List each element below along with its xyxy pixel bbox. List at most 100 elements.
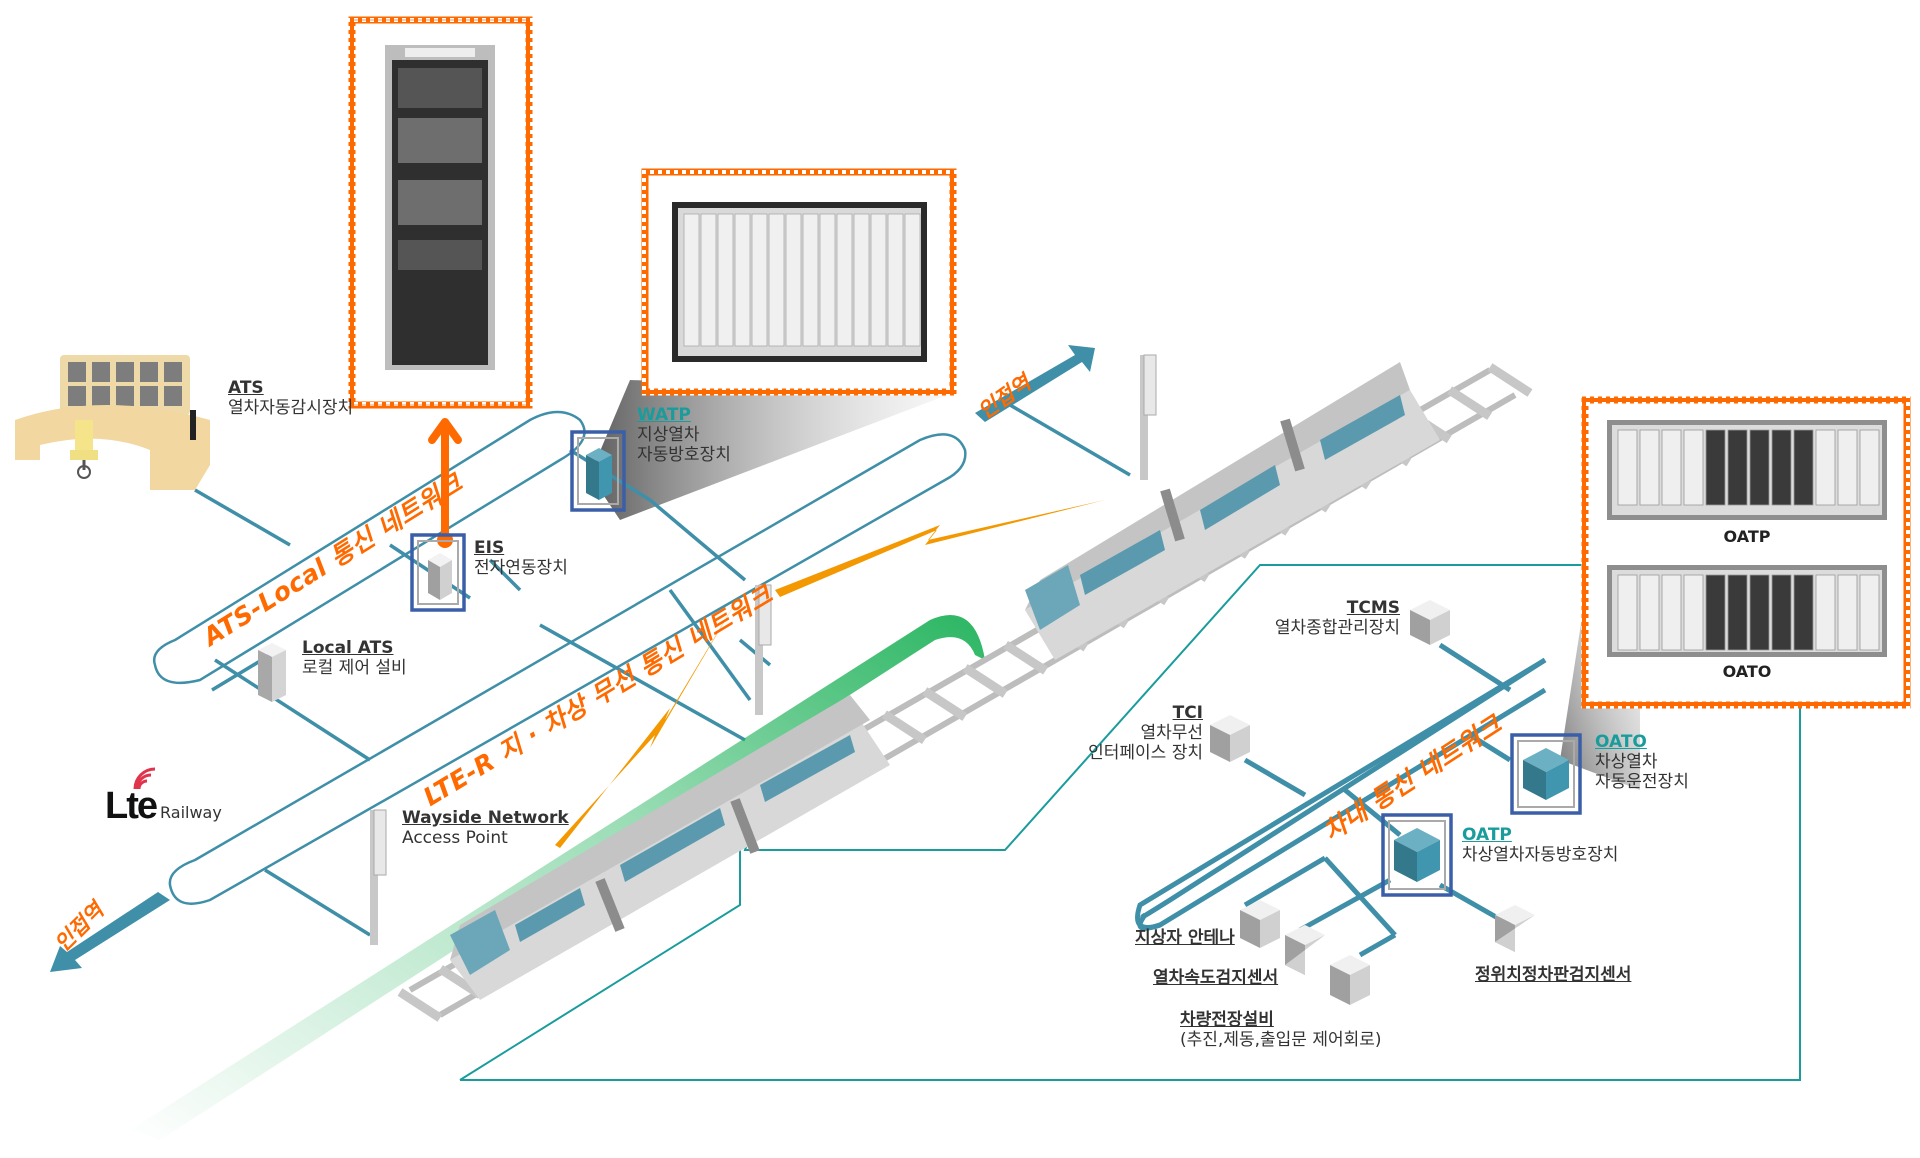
tci-node[interactable] [1210,715,1250,762]
oato-photo-caption: OATO [1722,662,1772,681]
rack-card-slot [1705,429,1726,506]
oatp-desc: 차상열차자동방호장치 [1462,845,1619,865]
rack-card-slot [1837,429,1858,506]
oato-label: OATO 차상열차 자동운전장치 [1595,732,1689,792]
watp-title: WATP [637,405,691,425]
control-desk-icon [15,355,210,490]
rack-card-slot [1683,574,1704,651]
local-ats-desc: 로컬 제어 설비 [302,658,407,678]
rack-card-slot [1639,429,1660,506]
rack-card-slot [904,213,921,347]
lte-logo-suffix: Railway [160,803,222,822]
watp-node[interactable] [570,430,626,512]
stop-sensor-node[interactable] [1495,905,1535,952]
rack-card-slot [1859,429,1880,506]
rack-card-slot [1639,574,1660,651]
eis-node[interactable] [410,533,466,612]
watp-desc-1: 지상열차 [637,425,700,445]
rack-card-slot [1815,574,1836,651]
oato-node[interactable] [1510,733,1582,815]
local-ats-label: Local ATS 로컬 제어 설비 [302,638,407,678]
watp-zoom-shadow [590,380,955,520]
rack-card-slot [1727,429,1748,506]
stop-sensor-label: 정위치정차판검지센서 [1475,965,1631,985]
oato-desc-2: 자동운전장치 [1595,772,1689,792]
ats-label: ATS 열차자동감시장치 [228,378,353,418]
rack-card-slot [887,213,904,347]
onboard-boundary-line-left [459,845,741,1081]
rack-card-slot [734,213,751,347]
rack-card-slot [1749,429,1770,506]
rack-card-slot [1815,429,1836,506]
rack-card-slot [836,213,853,347]
oatp-title: OATP [1462,825,1512,845]
vehicle-equipment-title: 차량전장설비 [1180,1010,1274,1030]
track-sleeper [1487,363,1533,397]
vehicle-equipment-desc: (추진,제동,출입문 제어회로) [1180,1030,1382,1050]
tcms-label: TCMS 열차종합관리장치 [1260,598,1400,638]
tcms-title: TCMS [1346,598,1400,618]
rack-card-slot [1705,574,1726,651]
ground-antenna-node[interactable] [1240,900,1280,948]
eis-title: EIS [474,538,505,558]
rack-card-slot [853,213,870,347]
rack-card-slot [768,213,785,347]
oato-desc-1: 차상열차 [1595,752,1658,772]
onboard-racks-photo-callout [1581,396,1911,709]
signal-waves-icon [133,767,156,790]
onboard-network-band [1135,657,1547,931]
vehicle-equipment-label: 차량전장설비 (추진,제동,출입문 제어회로) [1180,1010,1382,1050]
rack-card-slot [1617,574,1638,651]
track-sleeper [1003,641,1049,675]
tci-title: TCI [1172,703,1203,723]
rack-card-slot [1771,429,1792,506]
rack-card-slot [1859,574,1880,651]
rack-card-slot [1683,429,1704,506]
rack-card-slot [785,213,802,347]
ats-title: ATS [228,378,264,398]
wayside-ap-title: Wayside Network [402,808,569,828]
tcms-node[interactable] [1410,600,1450,645]
watp-label: WATP 지상열차 자동방호장치 [637,405,731,465]
oatp-node[interactable] [1381,813,1453,897]
rack-card-slot [683,213,700,347]
rack-card-slot [1727,574,1748,651]
local-ats-title: Local ATS [302,638,394,658]
track-sleeper [1447,386,1493,420]
ats-local-network-band [152,410,586,685]
rack-card-slot [1617,429,1638,506]
train-front [450,695,890,1000]
ats-desc: 열차자동감시장치 [228,398,354,418]
ground-antenna-label: 지상자 안테나 [1135,928,1235,948]
local-ats-node[interactable] [258,643,286,702]
speed-sensor-node[interactable] [1285,925,1325,975]
wayside-ap-label: Wayside Network Access Point [402,808,569,848]
stop-sensor-title: 정위치정차판검지센서 [1475,965,1632,985]
track-sleeper [881,710,927,744]
tci-label: TCI 열차무선 인터페이스 장치 [1060,703,1203,763]
eis-desc: 전자연동장치 [474,558,568,578]
rack-card-slot [1837,574,1858,651]
watp-rack-photo-callout [641,168,957,396]
rack-card-slot [1661,429,1682,506]
eis-rack-photo-callout [348,16,533,409]
rack-card-slot [717,213,734,347]
rack-card-slot [802,213,819,347]
adjacent-station-arrow-upper [975,345,1095,422]
tcms-desc: 열차종합관리장치 [1274,618,1400,638]
adjacent-station-arrow-lower [50,892,170,972]
tci-desc-1: 열차무선 [1140,723,1203,743]
antenna-pole-icon [1140,354,1157,480]
tci-desc-2: 인터페이스 장치 [1088,743,1203,763]
rack-card-slot [1661,574,1682,651]
rack-card-slot [1793,429,1814,506]
vehicle-equipment-node[interactable] [1330,955,1370,1005]
watp-desc-2: 자동방호장치 [637,445,731,465]
rack-card-slot [819,213,836,347]
track-sleeper [922,687,968,721]
ground-antenna-title: 지상자 안테나 [1135,928,1235,948]
track-sleeper [397,988,443,1022]
